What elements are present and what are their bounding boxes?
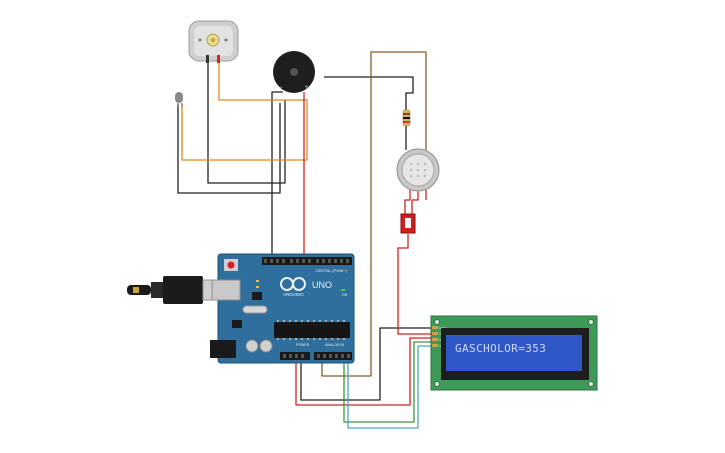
on-label: ON — [342, 293, 348, 297]
arduino-logo: ARDUINO — [280, 277, 306, 297]
slide-switch[interactable] — [400, 213, 416, 234]
wire-bottom-red[interactable] — [295, 337, 437, 406]
wire-gas-black[interactable] — [324, 76, 414, 150]
model-label: UNO — [312, 280, 332, 290]
wire-brown[interactable] — [321, 51, 427, 377]
wire-gas-red-2[interactable] — [411, 188, 419, 214]
capacitor-1 — [245, 339, 259, 353]
gas-sensor[interactable] — [396, 148, 440, 192]
temperature-sensor[interactable] — [175, 92, 183, 107]
analog-header — [314, 352, 352, 360]
atmega-chip — [274, 322, 350, 338]
brand-label: ARDUINO — [283, 292, 304, 297]
lcd-module[interactable]: GND VCC SDA SCL GASCHOLOR=353 — [430, 315, 598, 391]
usb-jack — [211, 279, 241, 301]
piezo-buzzer[interactable]: − + — [273, 51, 315, 93]
wires — [177, 51, 437, 429]
wire-buzzer-gnd[interactable] — [271, 91, 283, 257]
crystal — [242, 305, 268, 314]
header-analog-label: ANALOG IN — [325, 343, 345, 347]
lcd-display-text: GASCHOLOR=353 — [455, 342, 546, 355]
header-power-label: POWER — [296, 343, 310, 347]
wire-motor-black[interactable] — [207, 62, 286, 184]
header-digital-label: DIGITAL (PWM~) — [316, 268, 348, 273]
dc-motor[interactable] — [188, 20, 239, 63]
wire-sensor-black[interactable] — [177, 103, 281, 194]
wire-green[interactable] — [343, 341, 437, 423]
wire-sensor-orange[interactable] — [181, 104, 308, 161]
usb-chip — [252, 292, 262, 300]
wire-teal[interactable] — [347, 345, 437, 429]
wire-bottom-black[interactable] — [300, 327, 437, 401]
regulator — [232, 320, 242, 328]
capacitor-2 — [259, 339, 273, 353]
resistor[interactable] — [402, 109, 411, 127]
svg-text:−: − — [279, 85, 283, 91]
arduino-uno-board[interactable]: DIGITAL (PWM~) ARDUINO UNO ON — [210, 253, 355, 364]
svg-text:+: + — [305, 85, 309, 91]
wire-gas-red-1[interactable] — [404, 188, 411, 214]
digital-header — [262, 257, 352, 265]
wire-motor-orange[interactable] — [218, 62, 308, 153]
lcd-screen — [446, 335, 582, 371]
power-jack — [210, 340, 236, 358]
wire-switch-red[interactable] — [397, 234, 437, 335]
